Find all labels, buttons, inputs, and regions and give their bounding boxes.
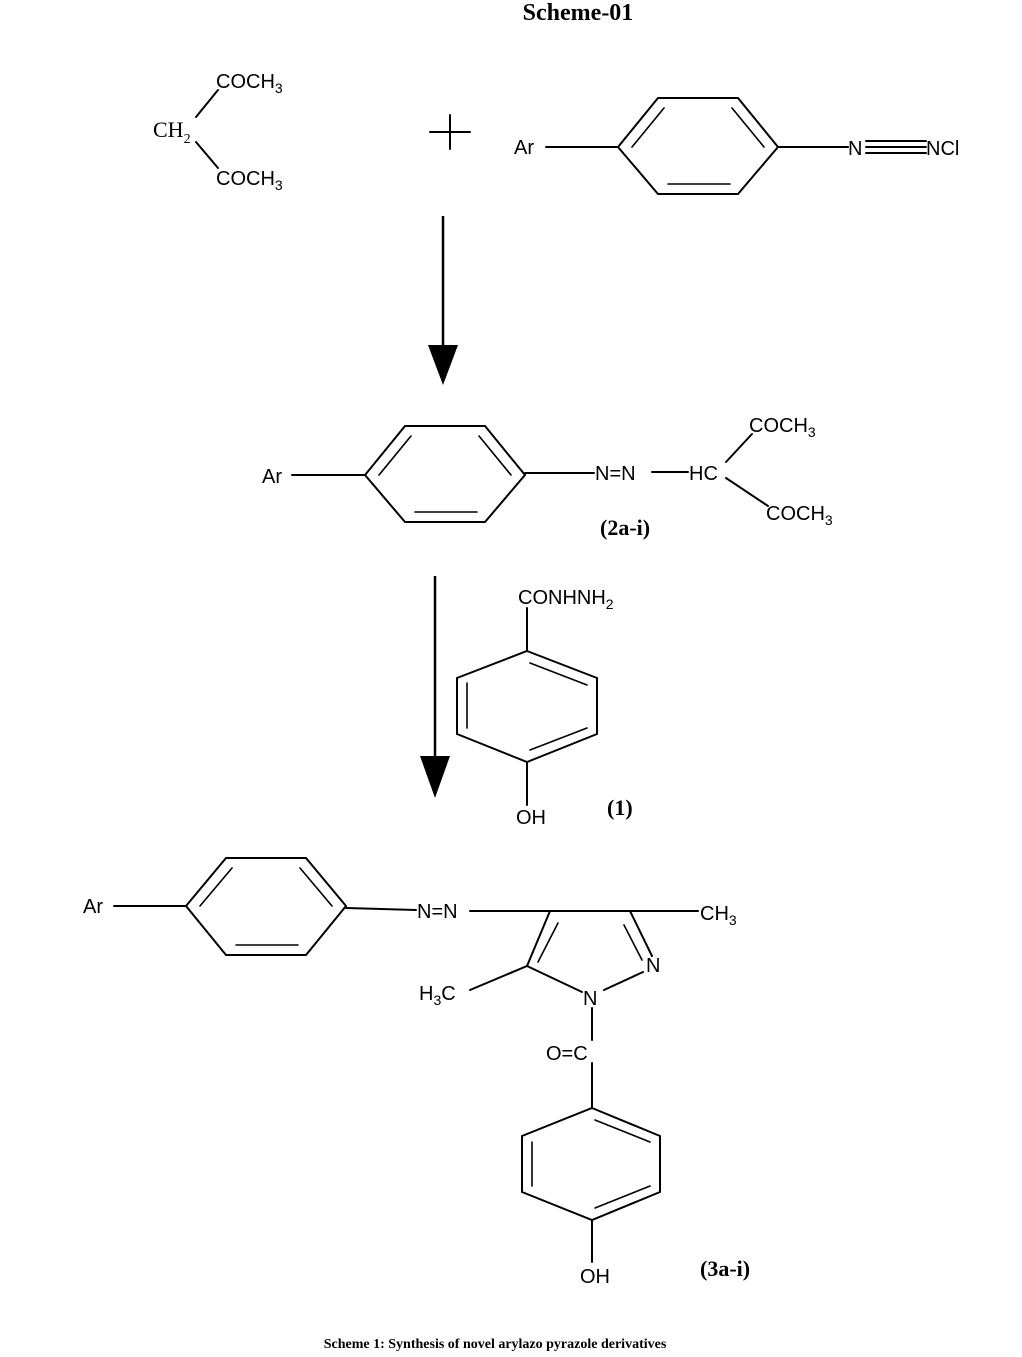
scheme-caption: Scheme 1: Synthesis of novel arylazo pyr… — [324, 1337, 667, 1352]
intermediate-bottom-group: COCH3 — [766, 503, 833, 528]
product-compound: Ar N=N N N CH3 H3C O=C — [83, 857, 750, 1288]
triple-bond — [865, 140, 927, 154]
product-compound-label: (3a-i) — [700, 1256, 750, 1281]
benzene-ring — [363, 425, 527, 523]
product-azo: N=N — [417, 901, 458, 923]
diazonium-aryl-label: Ar — [514, 137, 534, 159]
intermediate-aryl-label: Ar — [262, 466, 282, 488]
reactant-diketone: COCH3 CH2 COCH3 — [153, 71, 283, 193]
diazonium-ncl: NCl — [926, 138, 959, 160]
product-bottom-group: OH — [580, 1266, 610, 1288]
benzene-ring — [456, 649, 598, 764]
intermediate-hc: HC — [689, 463, 718, 485]
product-aryl-label: Ar — [83, 896, 103, 918]
reagent-hydrazide: CONHNH2 OH (1) — [456, 587, 633, 829]
reagent-bottom-group: OH — [516, 807, 546, 829]
diketone-bottom-group: COCH3 — [216, 168, 283, 193]
pyrazole-n1: N — [583, 988, 597, 1010]
pyrazole-ring — [526, 910, 653, 993]
diketone-center-ch2: CH2 — [153, 117, 191, 147]
product-carbonyl: O=C — [546, 1043, 588, 1065]
pyrazole-n2: N — [646, 955, 660, 977]
reaction-arrow-2 — [420, 576, 450, 798]
reactant-diazonium: Ar N NCl — [514, 97, 959, 195]
reagent-compound-label: (1) — [607, 795, 633, 820]
diazonium-n1: N — [848, 138, 862, 160]
product-methyl-right: CH3 — [700, 903, 737, 928]
intermediate-compound-label: (2a-i) — [600, 515, 650, 540]
plus-sign — [429, 114, 471, 150]
reagent-top-group: CONHNH2 — [518, 587, 614, 612]
intermediate-compound: Ar N=N HC COCH3 COCH3 (2a-i) — [262, 415, 833, 540]
benzene-ring — [616, 97, 780, 195]
intermediate-azo: N=N — [595, 463, 636, 485]
product-methyl-left: H3C — [419, 983, 456, 1008]
bond-ch2-top — [195, 89, 219, 118]
reaction-arrow-1 — [428, 216, 458, 385]
benzene-ring — [521, 1106, 661, 1222]
benzene-ring — [184, 857, 348, 956]
diketone-top-group: COCH3 — [216, 71, 283, 96]
intermediate-top-group: COCH3 — [749, 415, 816, 440]
scheme-title: Scheme-01 — [523, 0, 634, 26]
bond-ch2-bottom — [195, 141, 219, 169]
